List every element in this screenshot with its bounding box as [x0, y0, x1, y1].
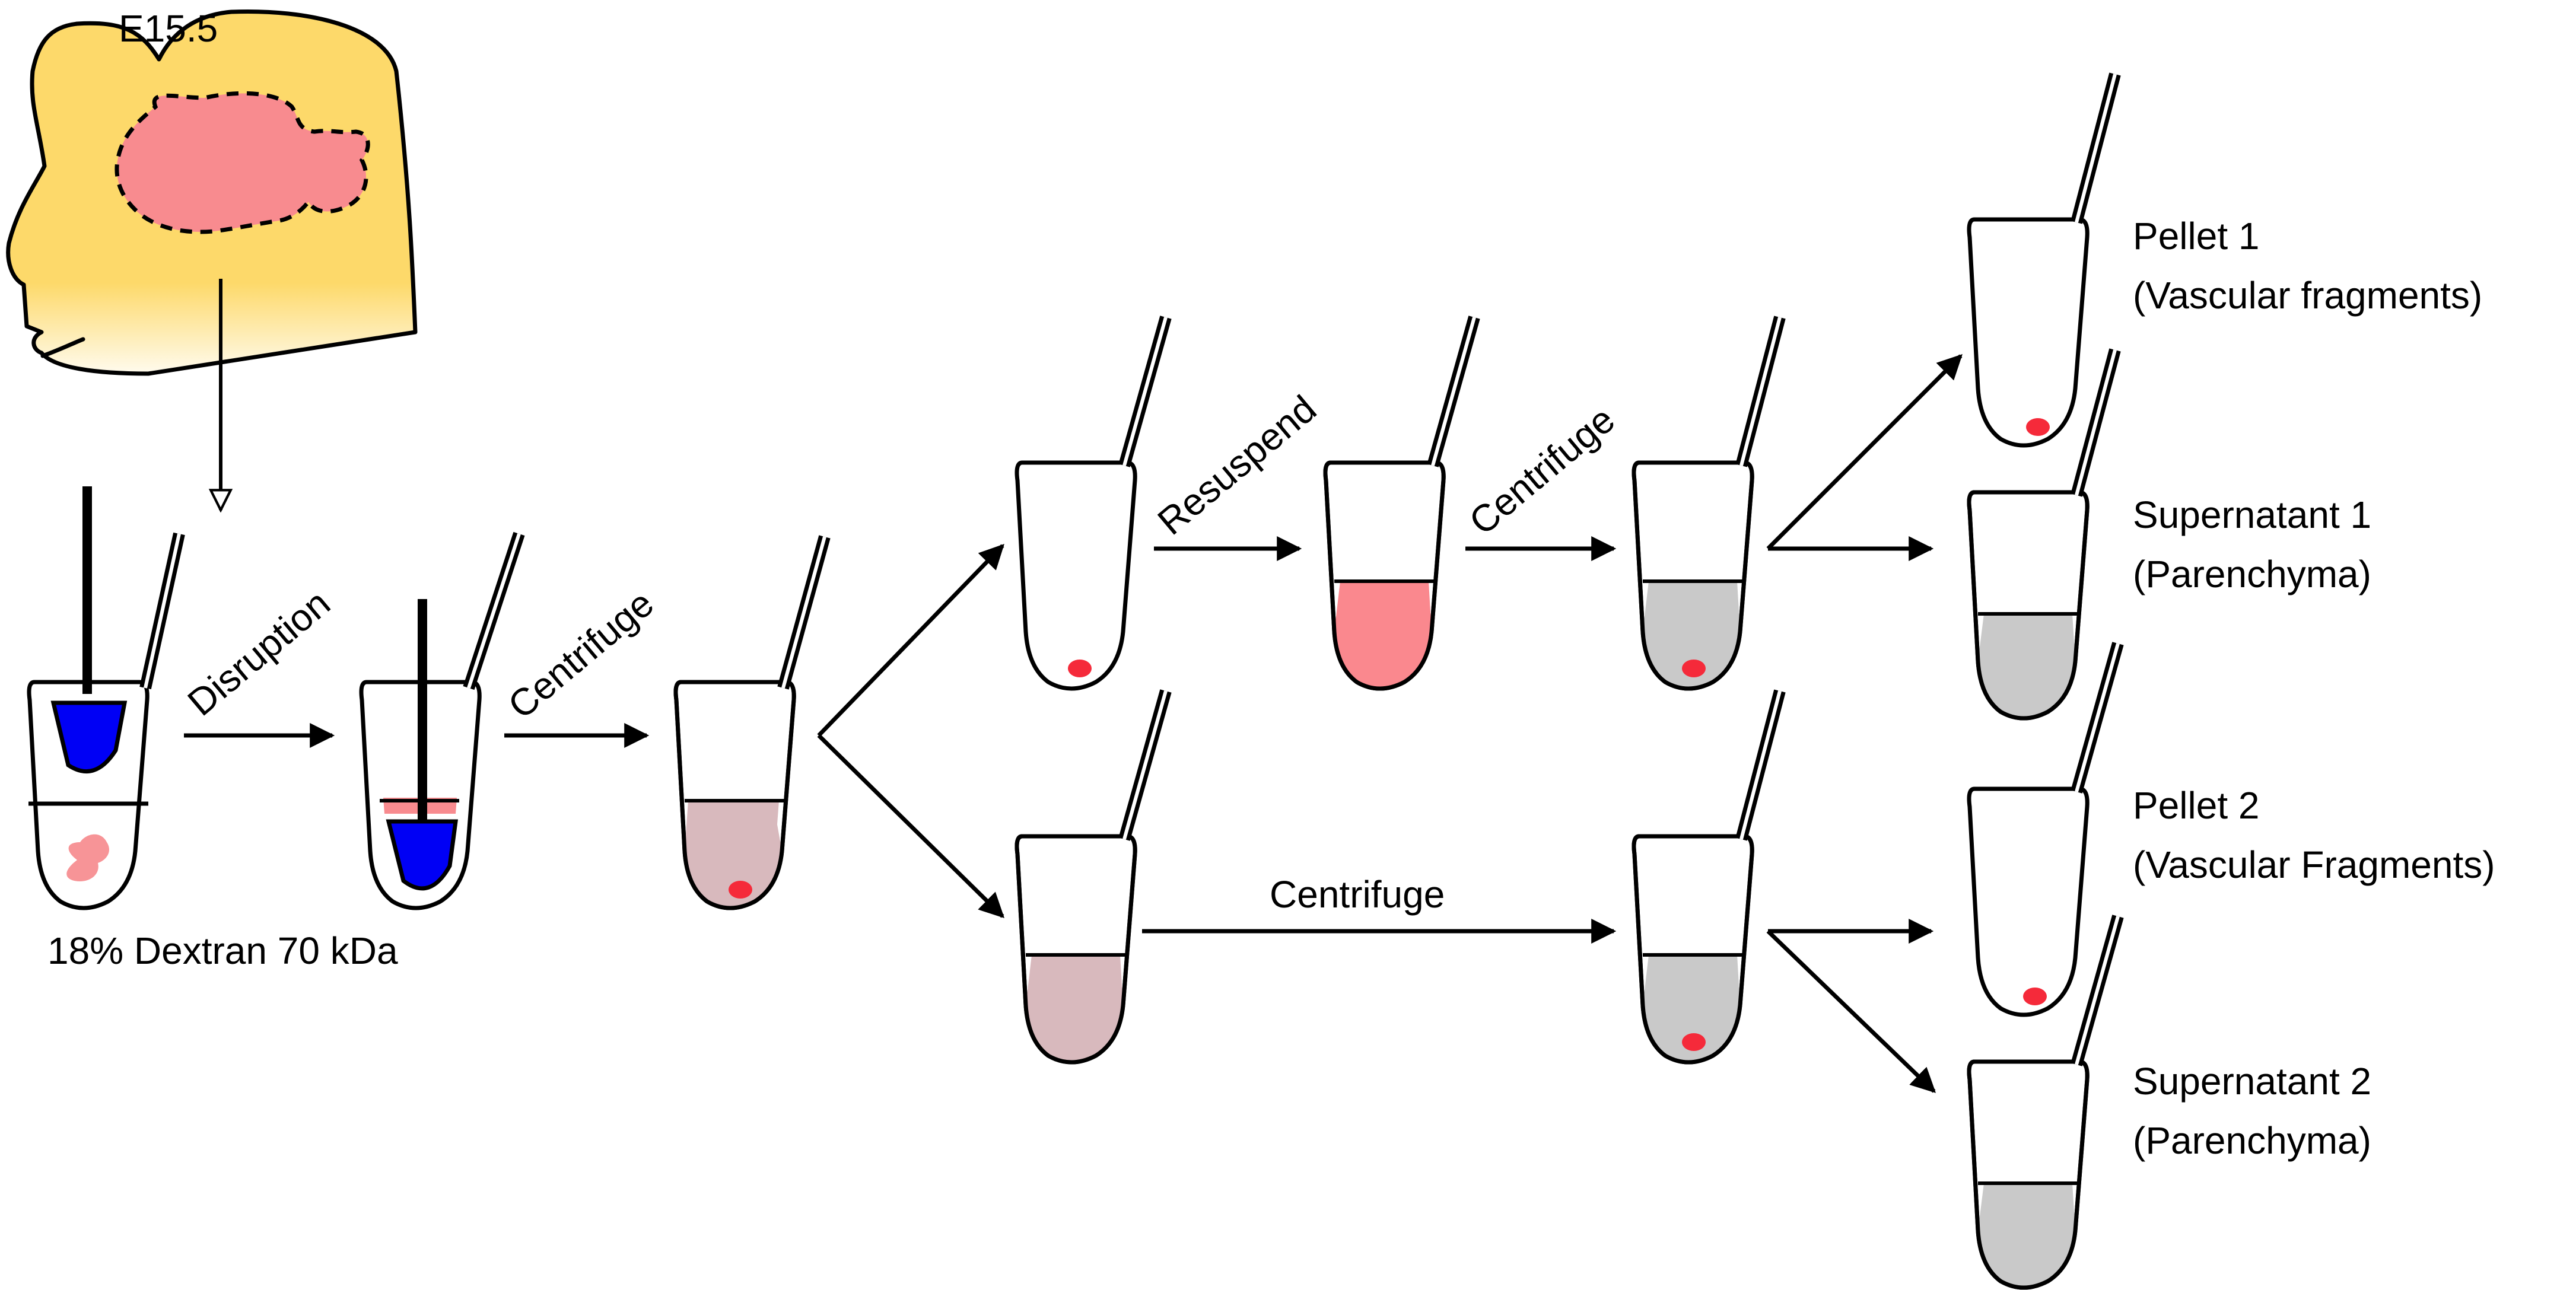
output-pellet1-subtitle: (Vascular fragments): [2133, 274, 2482, 317]
centrifuge3-label: Centrifuge: [1270, 873, 1445, 916]
age-label: E15.5: [119, 7, 218, 50]
tube-pellet1: [1969, 219, 2087, 445]
pellet: [729, 881, 752, 899]
tube-dextran: [28, 682, 148, 908]
tube-pellet: [1017, 463, 1135, 689]
output-pellet2-title: Pellet 2: [2133, 784, 2259, 827]
output-pellet1-title: Pellet 1: [2133, 215, 2259, 257]
medium-label: 18% Dextran 70 kDa: [47, 929, 398, 972]
output-supernatant2-subtitle: (Parenchyma): [2133, 1119, 2371, 1162]
output-supernatant1-title: Supernatant 1: [2133, 493, 2371, 536]
pestle: [50, 486, 128, 774]
split-arrow-lower: [817, 734, 1004, 918]
tube-spun-upper: [1634, 460, 1752, 689]
tissue: [66, 834, 110, 881]
disruption-label: Disruption: [180, 581, 338, 724]
tube-lower: [1017, 834, 1135, 1062]
pestle-inserted: [386, 599, 458, 891]
mouth-line: [40, 337, 85, 358]
to-pellet1-arrow: [1766, 354, 1963, 550]
tube-resuspended: [1325, 460, 1443, 689]
tube-supernatant2: [1969, 1059, 2087, 1288]
output-supernatant2-title: Supernatant 2: [2133, 1060, 2371, 1103]
split-arrow-upper: [817, 543, 1004, 737]
tube-spun-lower: [1634, 834, 1752, 1062]
centrifuge1-label: Centrifuge: [500, 582, 662, 727]
tube-pellet2: [1969, 789, 2087, 1015]
brain: [115, 91, 370, 234]
tube-supernatant1: [1969, 490, 2087, 718]
to-supernatant2-arrow: [1766, 929, 1936, 1093]
resuspend-label: Resuspend: [1150, 387, 1324, 543]
output-pellet2-subtitle: (Vascular Fragments): [2133, 843, 2495, 886]
embryo-head: E15.5: [6, 7, 418, 510]
centrifuge2-label: Centrifuge: [1461, 398, 1623, 543]
output-supernatant1-subtitle: (Parenchyma): [2133, 553, 2371, 595]
tube-homogenate: [676, 680, 794, 908]
